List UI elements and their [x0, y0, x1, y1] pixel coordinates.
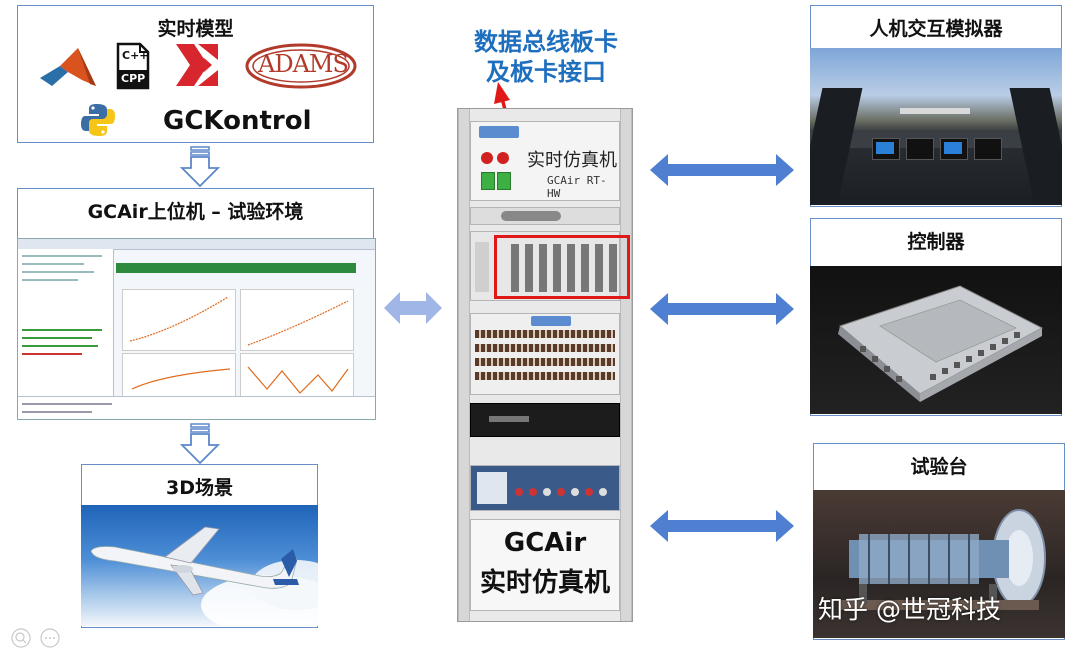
bus-card-label-line2: 及板卡接口 — [486, 58, 606, 86]
cpp-logo-bottom-text: CPP — [121, 72, 146, 85]
rack-label-line1: GCAir — [503, 528, 587, 558]
bidirectional-arrow-icon — [384, 292, 442, 324]
rack-unit-power — [470, 403, 620, 437]
rack-unit-network — [470, 207, 620, 225]
airplane-icon — [90, 526, 299, 596]
io-card-highlight — [494, 235, 630, 299]
realtime-model-title: 实时模型 — [157, 18, 234, 40]
cockpit-photo — [810, 48, 1062, 205]
zoom-icon[interactable] — [10, 627, 80, 649]
hmi-title: 人机交互模拟器 — [869, 18, 1003, 40]
rack-unit-terminals — [470, 313, 620, 395]
controller-photo — [810, 266, 1062, 414]
rack-unit-realtime: 实时仿真机 GCAir RT-HW — [470, 121, 620, 201]
bidirectional-arrow-icon — [650, 154, 794, 186]
engine-icon — [839, 509, 1046, 610]
matlab-logo-icon — [40, 48, 96, 86]
green-switch-icon — [497, 172, 511, 190]
rack-logo-icon — [531, 316, 571, 326]
rack-logo-icon — [479, 126, 519, 138]
down-arrow-icon — [180, 423, 220, 465]
red-indicator-icon — [497, 152, 509, 164]
bus-card-label-line1: 数据总线板卡 — [474, 28, 618, 56]
controller-title: 控制器 — [907, 231, 965, 253]
rack-label-line2: 实时仿真机 — [479, 568, 610, 598]
rack-unit-instrument — [470, 465, 620, 511]
adams-logo-icon — [245, 43, 357, 89]
realtime-model-box: 实时模型 C++ CPP ADAMS GCKontrol — [17, 5, 374, 143]
down-arrow-icon — [180, 146, 220, 188]
host-software-screenshot — [17, 238, 376, 420]
bidirectional-arrow-icon — [650, 510, 794, 542]
green-switch-icon — [481, 172, 495, 190]
watermark: 知乎 @世冠科技 — [818, 595, 1001, 624]
rack-label-plate: GCAir 实时仿真机 — [470, 519, 620, 611]
bidirectional-arrow-icon — [650, 293, 794, 325]
adams-logo-text: ADAMS — [258, 50, 349, 78]
red-indicator-icon — [481, 152, 493, 164]
airplane-photo — [81, 505, 318, 626]
testbed-title: 试验台 — [910, 456, 968, 478]
host-title: GCAir上位机 – 试验环境 — [87, 201, 304, 223]
simulation-rack: 实时仿真机 GCAir RT-HW — [457, 108, 633, 622]
rack-unit-model: GCAir RT-HW — [547, 174, 607, 200]
simulation-tool-logo-icon — [176, 44, 218, 86]
cpp-logo-top-text: C++ — [122, 49, 149, 62]
controller-device-icon — [838, 285, 1044, 402]
engine-testbed-photo — [813, 490, 1065, 638]
scene3d-title: 3D场景 — [166, 477, 233, 499]
cpp-file-icon — [116, 42, 150, 90]
gckontrol-label: GCKontrol — [163, 106, 312, 136]
python-logo-icon — [81, 104, 115, 136]
rack-unit-title: 实时仿真机 — [527, 150, 617, 171]
